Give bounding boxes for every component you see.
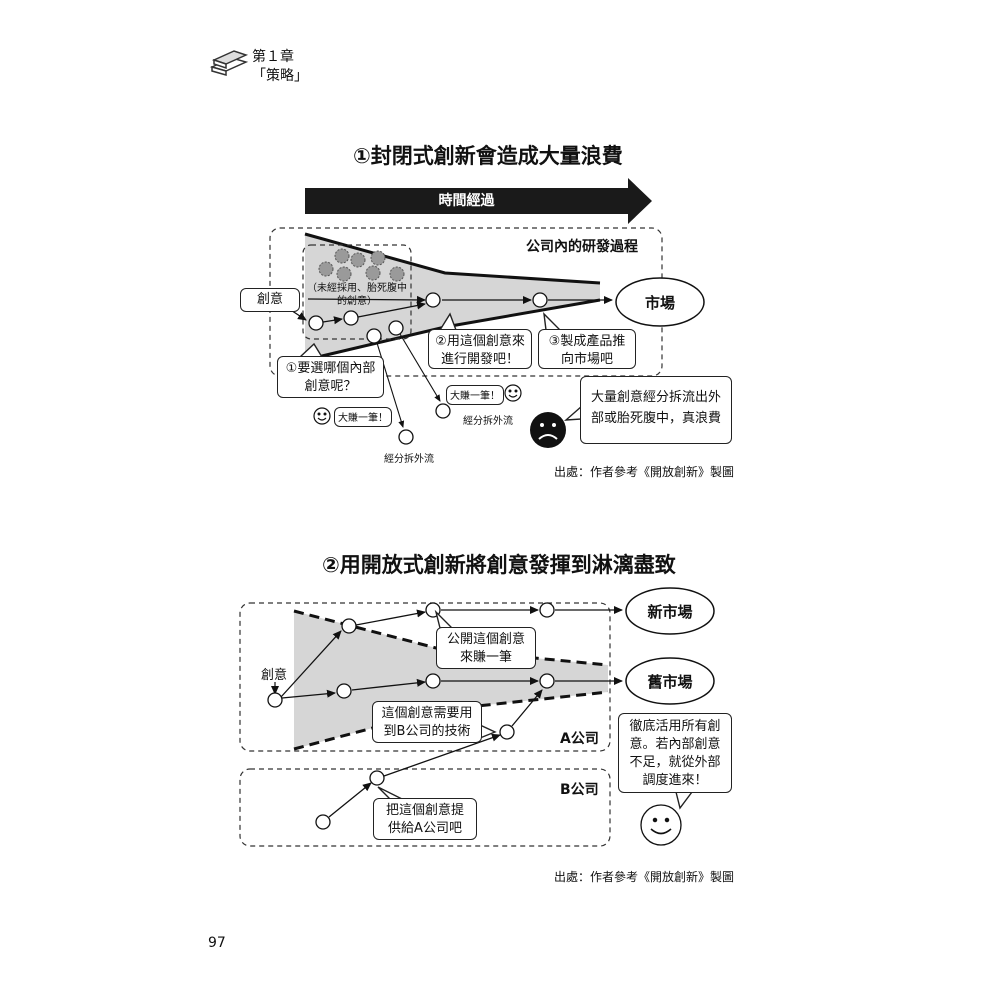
idea-node: [336, 683, 352, 699]
smiley-icon: [640, 804, 682, 846]
idea-node: [308, 315, 324, 331]
company-b-label: B公司: [560, 782, 599, 798]
rejected-idea: [365, 265, 381, 281]
smiley-icon: [504, 384, 522, 402]
old-market-label: 舊市場: [647, 673, 693, 691]
utilize-ideas-callout: 徹底活用所有創意。若內部創意不足，就從外部調度進來！: [618, 713, 732, 793]
chapter-header: 第１章 「策略」: [252, 48, 308, 86]
rejected-idea: [318, 261, 334, 277]
company-a-label: A公司: [560, 731, 599, 747]
idea-node: [388, 320, 404, 336]
diagram2-title: ②用開放式創新將創意發揮到淋漓盡致: [322, 553, 676, 577]
idea-node: [425, 673, 441, 689]
company-b-region: [239, 768, 611, 847]
idea-node: [532, 292, 548, 308]
idea-box: 創意: [240, 288, 300, 312]
diagram2-source: 出處：作者參考《開放創新》製圖: [554, 870, 735, 884]
waste-callout: 大量創意經分拆流出外部或胎死腹中，真浪費: [580, 376, 732, 444]
rejected-idea: [334, 248, 350, 264]
chapter-number: 第１章: [252, 49, 294, 65]
time-arrow: [305, 178, 652, 224]
spinoff-node: [398, 429, 414, 445]
rejected-idea: [336, 266, 352, 282]
step2-callout: ②用這個創意來進行開發吧！: [428, 329, 532, 369]
market-label: 市場: [644, 294, 675, 312]
idea-node: [369, 770, 385, 786]
public-idea-callout: 公開這個創意來賺一筆: [436, 627, 536, 669]
rd-region-label: 公司內的研發過程: [526, 239, 638, 255]
smiley-icon: [313, 407, 331, 425]
sad-face-icon: [530, 412, 566, 448]
diagram1-title: ①封閉式創新會造成大量浪費: [353, 144, 623, 168]
profit-callout-right: 大賺一筆！: [446, 385, 504, 405]
rejected-idea: [389, 266, 405, 282]
page-number: 97: [208, 935, 226, 951]
rd-funnel: [305, 234, 600, 360]
provide-idea-callout: 把這個創意提供給A公司吧: [373, 798, 477, 840]
spinoff-label-left: 經分拆外流: [384, 454, 434, 465]
idea-node: [366, 328, 382, 344]
step3-callout: ③製成產品推向市場吧: [538, 329, 636, 369]
idea-node: [267, 692, 283, 708]
idea-node: [341, 618, 357, 634]
idea-node: [315, 814, 331, 830]
diagram1-source: 出處：作者參考《開放創新》製圖: [554, 465, 735, 479]
idea-node: [343, 310, 359, 326]
company-a-region: [239, 602, 611, 752]
rejected-idea: [370, 250, 386, 266]
spinoff-label-right: 經分拆外流: [463, 416, 513, 427]
rejected-ideas-note: （未經採用、胎死腹中的創意）: [307, 283, 407, 307]
old-market-ellipse: [625, 657, 715, 705]
chapter-section: 「策略」: [252, 68, 308, 84]
step1-callout: ①要選哪個內部創意呢？: [277, 356, 384, 398]
idea-node: [539, 602, 555, 618]
time-arrow-label: 時間經過: [438, 193, 495, 209]
profit-callout-left: 大賺一筆！: [334, 407, 392, 427]
rejected-idea: [350, 252, 366, 268]
idea-node: [539, 673, 555, 689]
new-market-label: 新市場: [647, 603, 693, 621]
idea-node: [499, 724, 515, 740]
market-ellipse: [615, 277, 705, 327]
new-market-ellipse: [625, 587, 715, 635]
spinoff-node: [435, 403, 451, 419]
rejected-region: [302, 244, 412, 340]
tech-need-callout: 這個創意需要用到B公司的技術: [372, 701, 482, 743]
idea-label: 創意: [261, 668, 288, 683]
idea-node: [425, 292, 441, 308]
